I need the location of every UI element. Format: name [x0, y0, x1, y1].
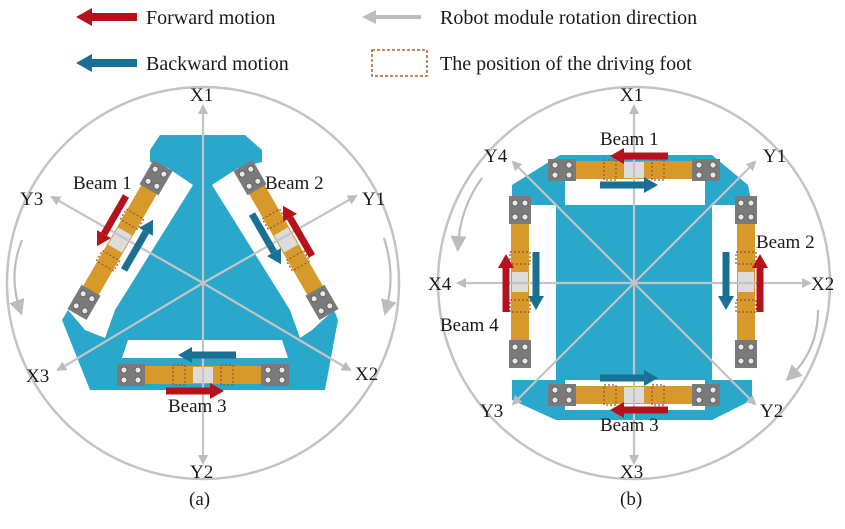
legend-forward-arrow	[76, 8, 137, 26]
panel-a-rotation-arrow-left	[9, 239, 25, 316]
legend-forward-label: Forward motion	[146, 7, 275, 29]
panel-b-label-x1: X1	[620, 85, 643, 106]
panel-b-beam-1-label: Beam 1	[600, 129, 659, 150]
panel-b-label-x4: X4	[428, 274, 452, 295]
legend-foot-label: The position of the driving foot	[440, 53, 692, 75]
panel-b-axes	[456, 104, 812, 465]
panel-b-label-y1: Y1	[763, 146, 786, 167]
panel-a-label-x1: X1	[190, 85, 213, 106]
panel-b-beam-2-label: Beam 2	[756, 232, 815, 253]
panel-a-label-x3: X3	[26, 366, 49, 387]
legend-foot-box	[371, 49, 428, 77]
panel-b-label-x3: X3	[620, 462, 643, 483]
panel-a-rotation-arrow-right	[381, 237, 397, 316]
panel-b-caption: (b)	[620, 489, 642, 510]
panel-b-label-y2: Y2	[760, 401, 783, 422]
panel-b-label-y4: Y4	[484, 146, 508, 167]
panel-b-beam-3-label: Beam 3	[600, 415, 659, 436]
panel-a-label-y2: Y2	[190, 462, 213, 483]
legend-rotation-label: Robot module rotation direction	[440, 7, 697, 29]
panel-a-beam-2-label: Beam 2	[265, 173, 324, 194]
panel-a-label-y1: Y1	[362, 189, 385, 210]
panel-a-caption: (a)	[189, 489, 210, 510]
panel-b-label-x2: X2	[811, 274, 834, 295]
legend-rotation-arrow	[362, 10, 421, 24]
panel-b-circle	[436, 85, 832, 481]
panel-b-label-y3: Y3	[480, 401, 503, 422]
panel-a-circle	[5, 85, 401, 481]
panel-b-rotation-arrow-right	[785, 309, 820, 382]
panel-a-label-x2: X2	[355, 364, 378, 385]
panel-a-axes	[50, 104, 358, 465]
legend: Forward motion Backward motion Robot mod…	[76, 7, 697, 77]
legend-backward-arrow	[76, 54, 137, 72]
panel-a-beam-3-label: Beam 3	[168, 396, 227, 417]
panel-a-beam-1-label: Beam 1	[73, 173, 132, 194]
panel-b-beam-4-label: Beam 4	[440, 315, 499, 336]
panel-b-rotation-arrow-left	[450, 177, 483, 252]
panel-b: X1 Y1 Y4 X2 X4 Y2 Y3 X3 Beam 1 Beam 2 Be…	[428, 85, 834, 510]
panel-a: X1 Y1 Y3 X2 X3 Y2 Beam 1 Beam 2 Beam 3 (…	[5, 85, 401, 510]
legend-backward-label: Backward motion	[146, 53, 289, 75]
panel-a-label-y3: Y3	[20, 189, 43, 210]
